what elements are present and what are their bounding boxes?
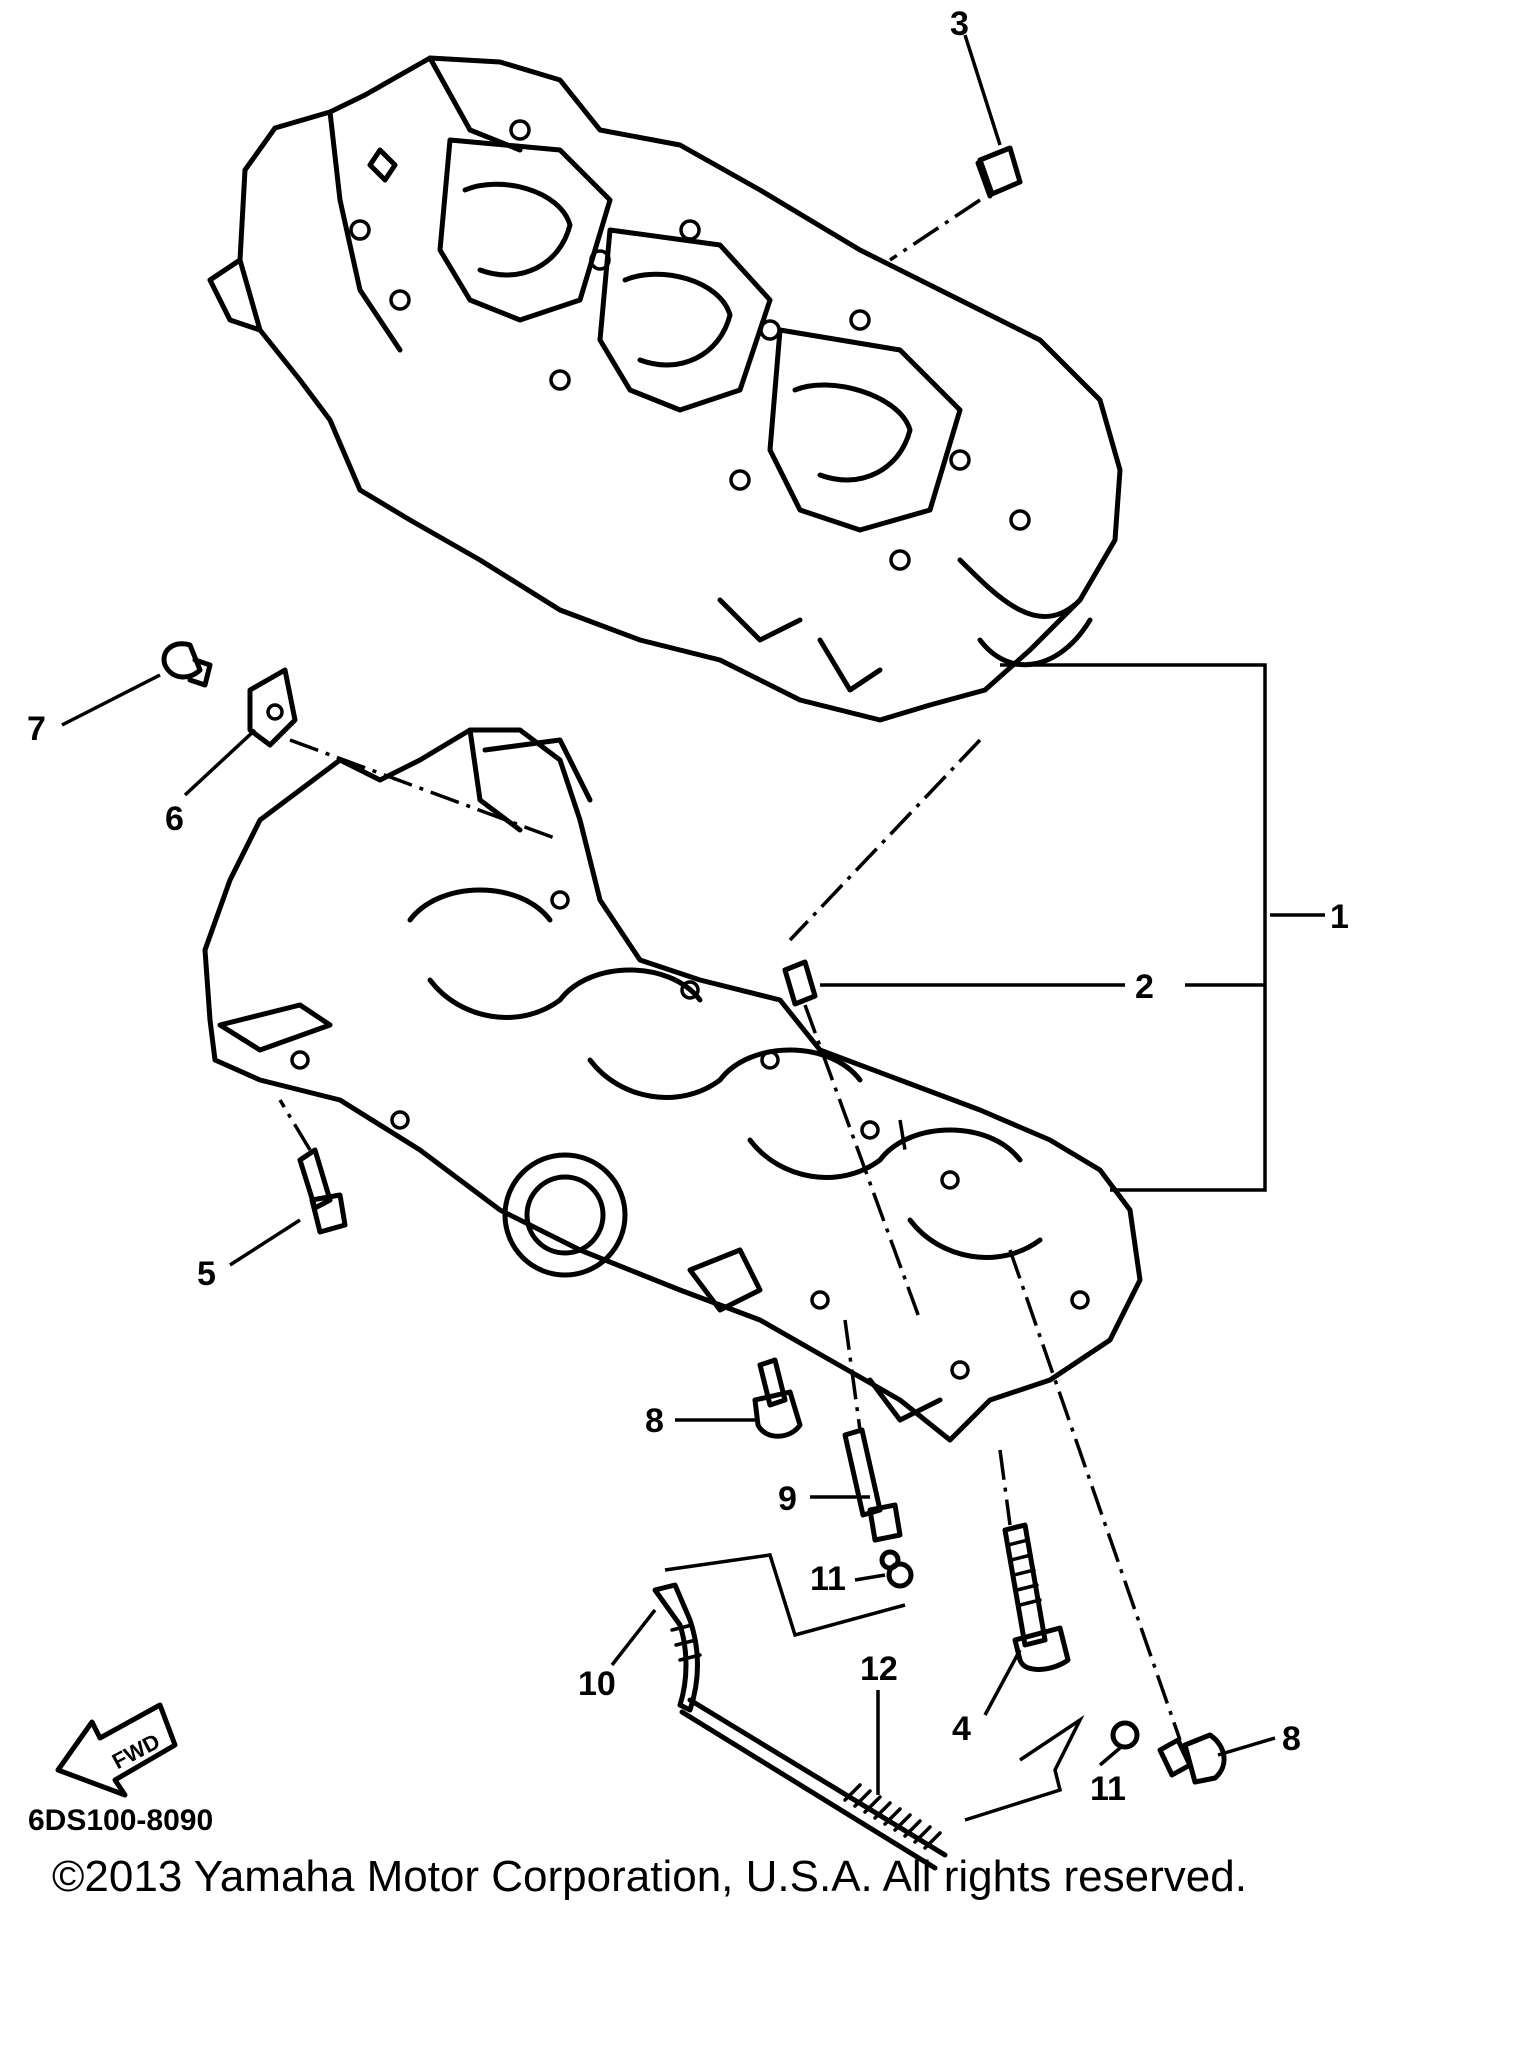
part-4-bolt (1002, 1522, 1071, 1672)
callout-12: 12 (860, 1650, 898, 1688)
alignment-lines (278, 198, 1182, 1741)
callout-8-upper: 8 (645, 1402, 664, 1440)
callout-11-upper: 11 (810, 1560, 846, 1598)
callout-9: 9 (778, 1480, 797, 1518)
callout-3: 3 (950, 5, 969, 43)
callout-11-lower: 11 (1090, 1770, 1126, 1808)
fwd-arrow-icon: FWD (55, 1702, 178, 1798)
part-11-clamp-upper (879, 1549, 914, 1589)
part-8-fitting-lower (1157, 1732, 1227, 1785)
part-12-spring (843, 1783, 942, 1850)
part-9-fitting (842, 1427, 903, 1543)
callout-7: 7 (27, 710, 46, 748)
upper-crankcase (207, 55, 1123, 723)
callout-5: 5 (197, 1255, 216, 1293)
callout-1: 1 (1330, 898, 1349, 936)
copyright-notice: ©2013 Yamaha Motor Corporation, U.S.A. A… (52, 1852, 1247, 1901)
part-8-fitting-upper (752, 1357, 803, 1439)
part-5-bolt (297, 1147, 348, 1235)
part-10-hose (652, 1582, 948, 1871)
leader-lines (61, 34, 1325, 1822)
part-2-dowel (782, 959, 818, 1007)
callout-4: 4 (952, 1710, 971, 1748)
callout-10: 10 (578, 1665, 616, 1703)
part-6-bracket (247, 667, 298, 748)
diagram-code: 6DS100-8090 (28, 1804, 213, 1837)
callout-6: 6 (165, 800, 184, 838)
callout-labels: 1 2 3 4 5 6 7 8 8 9 10 11 11 12 (27, 5, 1349, 1808)
callout-8-lower: 8 (1282, 1720, 1301, 1758)
callout-2: 2 (1135, 968, 1154, 1006)
part-7-bolt (161, 641, 213, 688)
part-3-plug (975, 145, 1023, 199)
lower-crankcase (202, 727, 1143, 1443)
part-11-clamp-lower (1110, 1720, 1140, 1750)
